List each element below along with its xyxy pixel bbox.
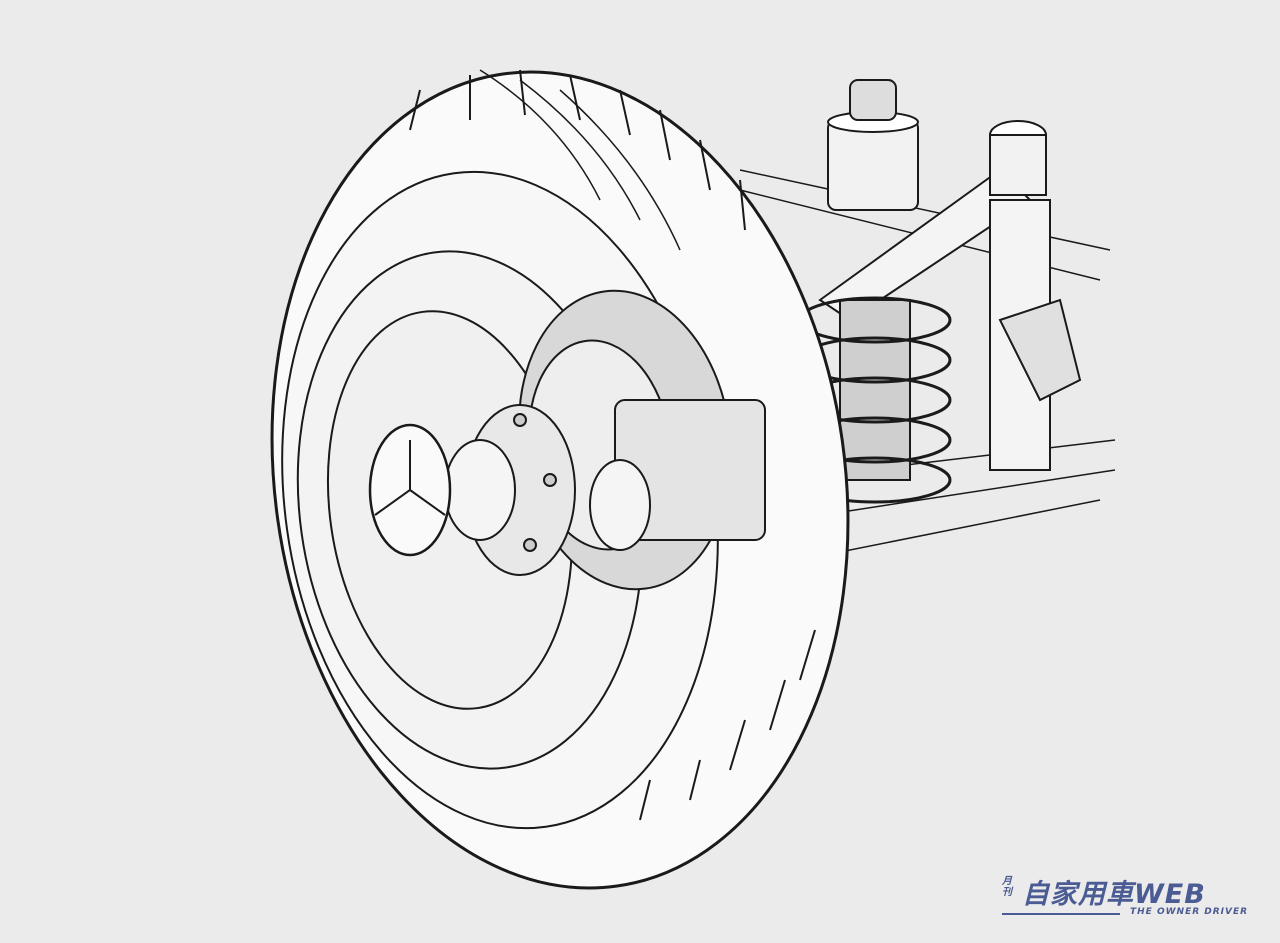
star-emblem xyxy=(374,440,446,516)
shock-absorber xyxy=(827,79,1047,481)
logo-title: 自家用車WEB xyxy=(1022,879,1206,910)
publisher-logo: 月刊 自家用車WEB THE OWNER DRIVER xyxy=(1000,872,1260,922)
logo-prefix: 月刊 xyxy=(1002,876,1012,898)
logo-underline xyxy=(1002,913,1120,915)
logo-tagline: THE OWNER DRIVER xyxy=(1130,907,1249,917)
wheel-hub xyxy=(368,404,576,576)
suspension-frame xyxy=(739,168,1116,561)
